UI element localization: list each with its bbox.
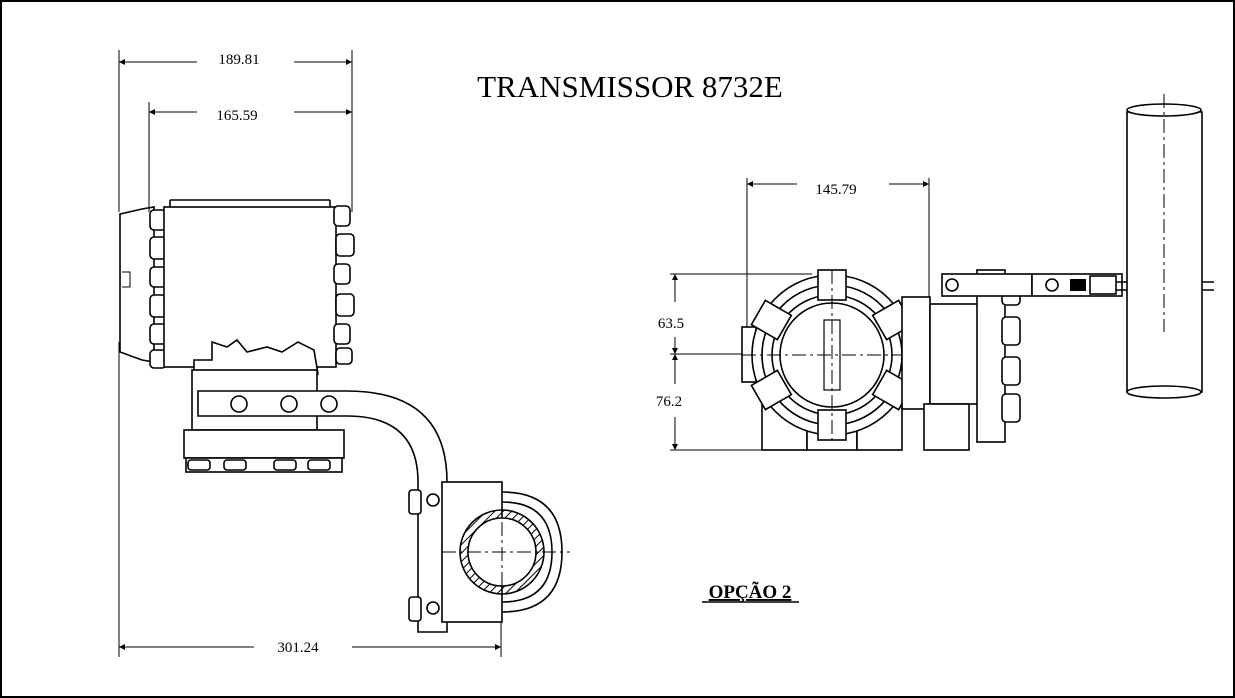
dim-top-outer: 189.81 <box>218 52 259 68</box>
left-view: 189.81 165.59 301.24 <box>118 50 570 657</box>
right-view: 145.79 63.5 76.2 <box>656 94 1214 451</box>
dim-upper: 63.5 <box>658 316 684 332</box>
dim-bottom: 301.24 <box>277 640 319 656</box>
drawing-title: TRANSMISSOR 8732E <box>477 69 783 104</box>
dim-top-inner: 165.59 <box>216 108 257 124</box>
dim-lower: 76.2 <box>656 394 682 410</box>
option-label: OPÇÃO 2 <box>709 581 792 603</box>
dim-width: 145.79 <box>815 182 856 198</box>
